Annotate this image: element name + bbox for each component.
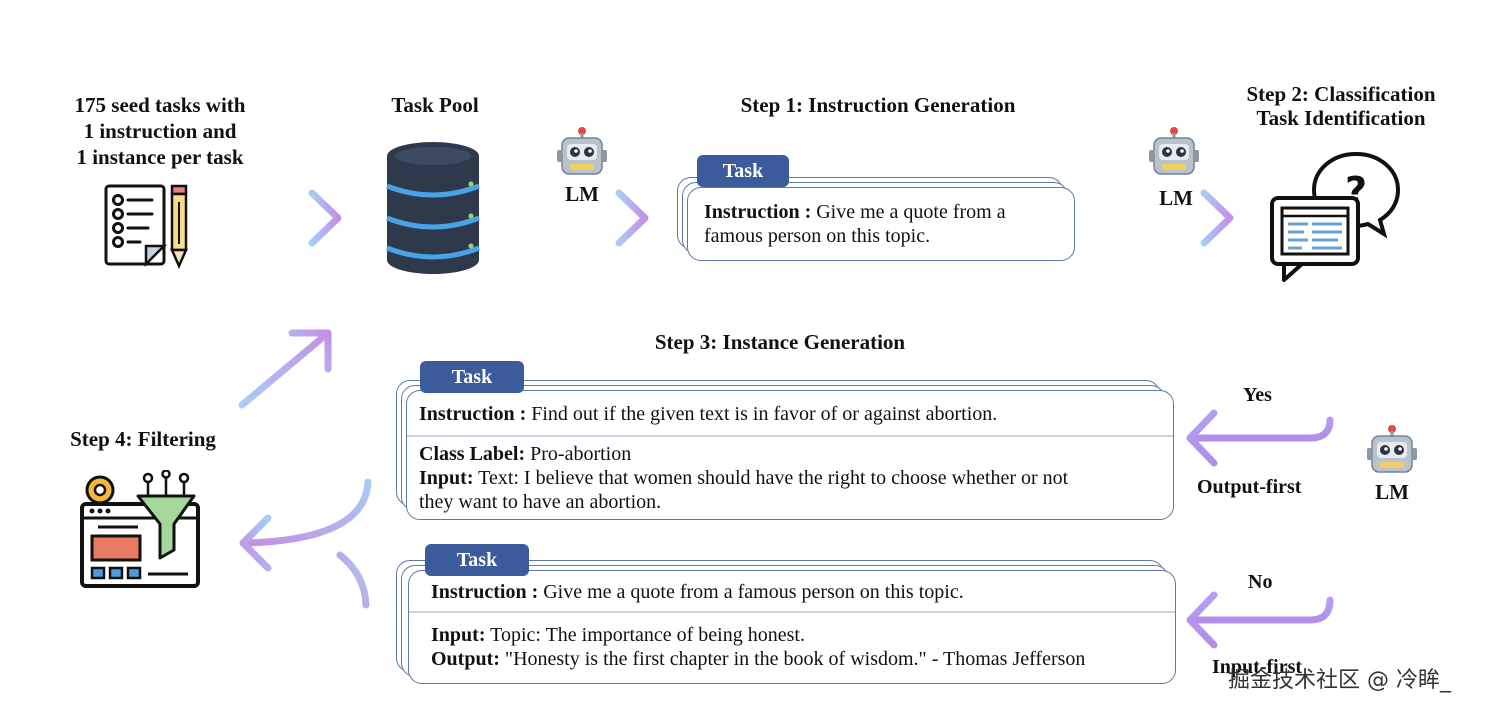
arrow-filter-to-pool xyxy=(238,329,332,409)
input-label: Input: xyxy=(419,467,474,489)
task-tab: Task xyxy=(420,361,524,393)
instruction-label: Instruction : xyxy=(419,403,527,425)
seed-tasks-label: 175 seed tasks with 1 instruction and 1 … xyxy=(40,92,280,170)
watermark-text: 掘金技术社区 @ 冷眸_ xyxy=(1228,668,1451,693)
lm-label-2: LM xyxy=(1159,186,1193,210)
class-label-value: Pro-abortion xyxy=(530,443,632,465)
class-label-label: Class Label: xyxy=(419,443,526,465)
step2-title: Step 2: Classification Task Identificati… xyxy=(1226,82,1456,130)
robot-icon xyxy=(1149,127,1199,175)
task-tab: Task xyxy=(697,155,789,187)
instruction-label: Instruction : xyxy=(431,581,539,603)
database-icon xyxy=(386,142,480,274)
instruction-text: Give me a quote from a xyxy=(816,201,1006,223)
robot-icon xyxy=(557,127,607,175)
seed-line-1: 175 seed tasks with xyxy=(74,93,246,117)
input-text: Text: I believe that women should have t… xyxy=(478,467,1069,489)
step4-title: Step 4: Filtering xyxy=(70,427,216,451)
no-label: No xyxy=(1248,571,1273,593)
step3-title: Step 3: Instance Generation xyxy=(654,330,906,354)
input-text: they want to have an abortion. xyxy=(419,491,662,513)
task-pool-title: Task Pool xyxy=(391,93,479,117)
seed-line-3: 1 instance per task xyxy=(76,145,244,169)
step3-output-first-card: Instruction : Find out if the given text… xyxy=(406,390,1174,520)
output-label: Output: xyxy=(431,648,500,670)
arrow-pool-to-step1 xyxy=(531,189,649,247)
seed-line-2: 1 instruction and xyxy=(83,119,237,143)
instruction-text: famous person on this topic. xyxy=(704,225,931,247)
step3-input-first-card: Instruction : Give me a quote from a fam… xyxy=(408,570,1176,684)
yes-label: Yes xyxy=(1243,384,1272,406)
input-text: Topic: The importance of being honest. xyxy=(490,624,805,646)
classification-question-icon: ? xyxy=(1270,152,1401,282)
instruction-label: Instruction : xyxy=(704,201,812,223)
instruction-text: Find out if the given text is in favor o… xyxy=(531,403,998,425)
task-tab: Task xyxy=(425,544,529,576)
arrow-step1-to-step2 xyxy=(1116,189,1234,247)
input-first-label: Input-first xyxy=(1212,656,1303,678)
arrow-step2-branch xyxy=(1186,294,1334,649)
input-label: Input: xyxy=(431,624,486,646)
arrow-step3-to-filter xyxy=(239,478,372,609)
lm-label-3: LM xyxy=(1375,480,1409,504)
step1-title: Step 1: Instruction Generation xyxy=(740,93,1016,117)
card-divider xyxy=(407,435,1173,437)
step2-title-line-2: Task Identification xyxy=(1256,106,1426,130)
output-first-label: Output-first xyxy=(1197,476,1302,498)
instruction-text: Give me a quote from a famous person on … xyxy=(543,581,964,603)
robot-icon xyxy=(1367,425,1417,473)
step2-title-line-1: Step 2: Classification xyxy=(1246,82,1436,106)
arrow-seed-to-pool xyxy=(226,189,342,247)
output-text: "Honesty is the first chapter in the boo… xyxy=(504,648,1086,670)
card-divider xyxy=(409,611,1175,613)
step1-task-card: Instruction : Give me a quote from a fam… xyxy=(687,187,1075,261)
filter-funnel-icon xyxy=(80,470,200,588)
lm-label-1: LM xyxy=(565,182,599,206)
checklist-icon xyxy=(104,184,188,270)
